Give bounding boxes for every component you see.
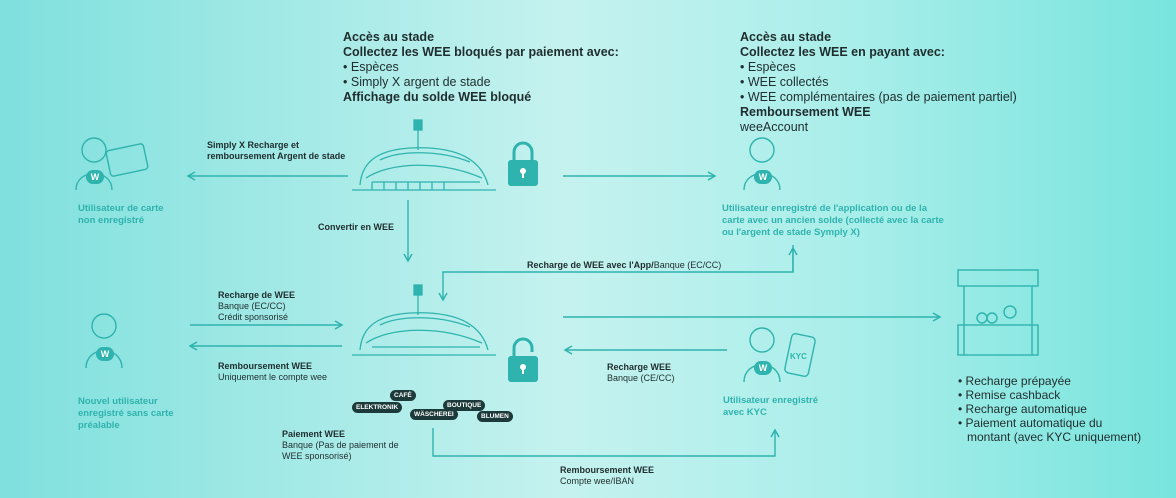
- label-recharge-kyc: Recharge WEE Banque (CE/CC): [607, 362, 707, 384]
- label-recharge-wee-l2: Crédit sponsorisé: [218, 312, 289, 322]
- label-recharge-app: Recharge de WEE avec l'App/Banque (EC/CC…: [527, 260, 721, 271]
- top-right-item: WEE complémentaires (pas de paiement par…: [740, 90, 1040, 105]
- label-recharge-stade-l2: remboursement Argent de stade: [207, 151, 346, 161]
- label-remboursement-sub: Uniquement le compte wee: [218, 372, 328, 382]
- features-list: Recharge prépayée Remise cashback Rechar…: [958, 374, 1168, 444]
- shop-tag: WÄSCHEREI: [410, 409, 458, 420]
- top-center-item: Espèces: [343, 60, 673, 75]
- top-right-item: WEE collectés: [740, 75, 1040, 90]
- label-recharge-wee-title: Recharge de WEE: [218, 290, 296, 300]
- label-remboursement: Remboursement WEE Uniquement le compte w…: [218, 361, 358, 383]
- shop-tag: BOUTIQUE: [443, 400, 486, 411]
- wee-logo-icon: W: [754, 170, 772, 184]
- label-new-user: Nouvel utilisateur enregistré sans carte…: [78, 396, 208, 432]
- feature-item-cont: montant (avec KYC uniquement): [967, 430, 1142, 444]
- feature-item: Paiement automatique du: [958, 416, 1168, 430]
- label-paiement-l1: Banque (Pas de paiement de: [282, 440, 399, 450]
- label-new-user-l3: préalable: [78, 420, 120, 431]
- top-right-sub: weeAccount: [740, 120, 809, 134]
- label-paiement-l2: WEE sponsorisé): [282, 451, 352, 461]
- stadium-top-icon: [352, 119, 496, 191]
- shop-tag: ELEKTRONIK: [352, 402, 403, 413]
- label-recharge-app-bold: Recharge de WEE avec l'App/: [527, 260, 654, 270]
- label-recharge-stade: Simply X Recharge et remboursement Argen…: [207, 140, 367, 162]
- arrow-remb-bottom: [432, 428, 780, 457]
- wee-logo-icon: W: [96, 347, 114, 361]
- label-recharge-kyc-title: Recharge WEE: [607, 362, 672, 372]
- top-center-item: Simply X argent de stade: [343, 75, 673, 90]
- top-right-title3: Remboursement WEE: [740, 105, 871, 119]
- kyc-badge: KYC: [790, 352, 807, 361]
- label-kyc-user-l1: Utilisateur enregistré: [723, 395, 819, 406]
- label-app-user: Utilisateur enregistré de l'application …: [722, 203, 982, 239]
- arrow-recharge-app: [438, 245, 794, 302]
- label-card-user: Utilisateur de carte non enregistré: [78, 203, 208, 227]
- label-new-user-l1: Nouvel utilisateur: [78, 396, 158, 407]
- market-stall-icon: [957, 269, 1039, 356]
- shop-tag: BLUMEN: [477, 411, 513, 422]
- label-kyc-user: Utilisateur enregistré avec KYC: [723, 395, 853, 419]
- label-app-user-l1: Utilisateur enregistré de l'application …: [722, 203, 927, 214]
- wee-logo-icon: W: [86, 170, 104, 184]
- label-recharge-app-rest: Banque (EC/CC): [653, 260, 722, 270]
- lock-open-icon: [508, 337, 538, 382]
- label-app-user-l3: ou l'argent de stade Symply X): [722, 227, 860, 238]
- top-center-title1: Accès au stade: [343, 30, 435, 44]
- label-paiement-title: Paiement WEE: [282, 429, 346, 439]
- top-right-item: Espèces: [740, 60, 1040, 75]
- feature-item: Remise cashback: [958, 388, 1168, 402]
- top-center-title2: Collectez les WEE bloqués par paiement a…: [343, 45, 619, 59]
- shop-tag: CAFÉ: [390, 390, 416, 401]
- label-recharge-wee-l1: Banque (EC/CC): [218, 301, 286, 311]
- top-right-title2: Collectez les WEE en payant avec:: [740, 45, 945, 59]
- label-app-user-l2: carte avec un ancien solde (collecté ave…: [722, 215, 944, 226]
- label-new-user-l2: enregistré sans carte: [78, 408, 174, 419]
- top-right-block: Accès au stade Collectez les WEE en paya…: [740, 30, 1040, 135]
- user-card-unregistered-icon: [75, 137, 149, 191]
- label-paiement: Paiement WEE Banque (Pas de paiement de …: [282, 429, 422, 462]
- wee-logo-icon: W: [754, 361, 772, 375]
- label-recharge-kyc-sub: Banque (CE/CC): [607, 373, 675, 383]
- label-recharge-stade-l1: Simply X Recharge et: [207, 140, 300, 150]
- label-recharge-wee: Recharge de WEE Banque (EC/CC) Crédit sp…: [218, 290, 338, 323]
- label-remboursement-title: Remboursement WEE: [218, 361, 313, 371]
- label-remb-bottom: Remboursement WEE Compte wee/IBAN: [560, 465, 700, 487]
- feature-item: Recharge prépayée: [958, 374, 1168, 388]
- label-convert: Convertir en WEE: [318, 222, 395, 232]
- top-center-title3: Affichage du solde WEE bloqué: [343, 90, 532, 104]
- label-card-user-l2: non enregistré: [78, 215, 144, 226]
- top-right-title1: Accès au stade: [740, 30, 832, 44]
- label-card-user-l1: Utilisateur de carte: [78, 203, 164, 214]
- feature-item: Recharge automatique: [958, 402, 1168, 416]
- label-remb-bottom-sub: Compte wee/IBAN: [560, 476, 635, 486]
- stadium-bottom-icon: [352, 284, 496, 356]
- label-remb-bottom-title: Remboursement WEE: [560, 465, 655, 475]
- top-center-block: Accès au stade Collectez les WEE bloqués…: [343, 30, 673, 105]
- label-kyc-user-l2: avec KYC: [723, 407, 767, 418]
- lock-closed-icon: [508, 141, 538, 186]
